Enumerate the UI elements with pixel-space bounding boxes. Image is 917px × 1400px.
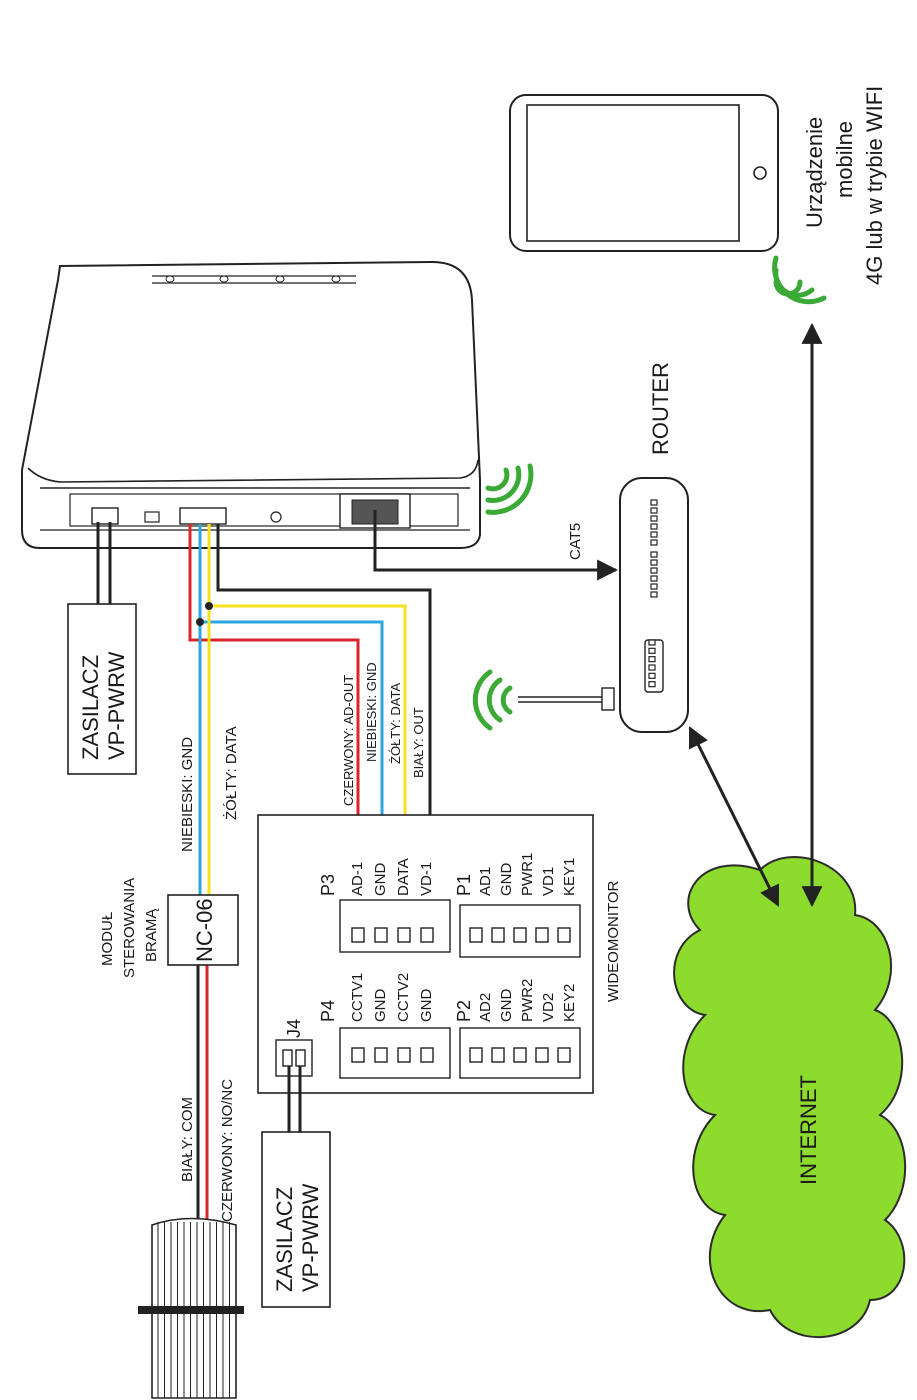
switch-icon (144, 511, 160, 523)
internet-label: INTERNET (796, 1075, 821, 1185)
p2-pin: KEY2 (561, 984, 578, 1022)
mobile-label-2: mobilne (832, 121, 857, 198)
videomonitor (257, 814, 594, 1094)
mon-wire-red-label: CZERWONY: AD-OUT (341, 675, 356, 806)
videomonitor-label: WIDEOMONITOR (605, 880, 622, 1002)
router-led-icon (648, 656, 656, 663)
wifi-module-device (21, 260, 481, 549)
module-title-1: MODUŁ (99, 912, 116, 966)
p4-pin: CCTV2 (395, 973, 412, 1022)
mobile-device (509, 94, 779, 252)
p2-pin: GND (498, 989, 515, 1023)
router-led-icon (650, 531, 658, 538)
router-led-icon (650, 515, 658, 522)
button-icon (270, 511, 282, 523)
router-wifi-icon (472, 669, 513, 731)
module-title-2: STEROWANIA (121, 878, 138, 978)
router-led-icon (650, 507, 658, 514)
power2-label-1: ZASILACZ (272, 1187, 297, 1292)
power2-label-2: VP-PWRW (298, 1183, 323, 1292)
mon-wire-yellow-label: ŻÓŁTY: DATA (388, 683, 403, 764)
mobile-wifi-icon (772, 255, 827, 305)
p1-pin: AD1 (477, 867, 494, 896)
p2-pin: PWR2 (519, 979, 536, 1022)
junction-dot (196, 618, 204, 626)
p3-pin: AD-1 (349, 862, 366, 896)
mobile-label-3: 4G lub w trybie WIFI (862, 86, 887, 285)
device-wifi-icon (485, 463, 534, 515)
nc06-module (167, 894, 239, 966)
router-led-icon (648, 672, 656, 679)
power-supply-1 (67, 522, 137, 775)
router-led-icon (650, 539, 658, 546)
router-led-icon (650, 551, 658, 558)
p4-title: P4 (318, 1000, 338, 1022)
p3-pin: VD-1 (418, 862, 435, 896)
mon-wire-blue-label: NIEBIESKI: GND (364, 662, 379, 762)
router-internet-link (688, 726, 780, 907)
wire-gnd-label: NIEBIESKI: GND (179, 737, 196, 852)
wire-com-label: BIAŁY: COM (179, 1097, 196, 1182)
network-links (373, 322, 823, 908)
module-title-3: BRAMĄ (143, 908, 160, 962)
router-led-icon (648, 647, 656, 654)
router-led-icon (650, 559, 658, 566)
wire-nonc-label: CZERWONY: NO/NC (219, 1079, 236, 1222)
router-led-icon (650, 499, 658, 506)
mon-wire-black-label: BIAŁY: OUT (411, 707, 426, 778)
mobile-label-1: Urządzenie (802, 117, 827, 228)
gate-icon (138, 1217, 244, 1399)
module-name: NC-06 (192, 898, 217, 962)
p1-pin: GND (498, 863, 515, 897)
j4-label: J4 (284, 1019, 304, 1038)
router-led-icon (648, 681, 656, 688)
router-leds (648, 499, 658, 688)
p3-pin: GND (372, 863, 389, 897)
p1-title: P1 (454, 874, 474, 896)
p1-pin: KEY1 (561, 858, 578, 896)
router-led-icon (650, 583, 658, 590)
internet-cloud (673, 856, 906, 1339)
wire-data-label: ŻÓŁTY: DATA (222, 726, 240, 820)
router-led-icon (648, 664, 656, 671)
cat5-cable (373, 510, 619, 581)
signal-wires (188, 524, 432, 1225)
junction-dot (205, 602, 213, 610)
gate-rail (138, 1306, 244, 1314)
p1-pin: PWR1 (519, 853, 536, 896)
data-port-icon (179, 507, 227, 525)
power1-label-2: VP-PWRW (104, 651, 129, 760)
router-led-icon (648, 639, 656, 646)
p2-title: P2 (454, 1000, 474, 1022)
router-led-icon (650, 523, 658, 530)
p3-title: P3 (318, 874, 338, 896)
router-led-icon (650, 575, 658, 582)
p4-pin: GND (372, 989, 389, 1023)
p4-pin: CCTV1 (349, 973, 366, 1022)
p1-pin: VD1 (540, 867, 557, 896)
router-antenna (518, 687, 615, 711)
router-led-icon (650, 591, 658, 598)
power1-label-1: ZASILACZ (78, 655, 103, 760)
cat5-label: CAT5 (567, 523, 584, 560)
p2-pin: VD2 (540, 993, 557, 1022)
router-led-icon (650, 567, 658, 574)
p2-pin: AD2 (477, 993, 494, 1022)
p3-pin: DATA (395, 858, 412, 896)
power-supply-2 (261, 1066, 331, 1308)
router-label: ROUTER (648, 362, 673, 455)
home-button-icon (753, 166, 767, 180)
power-port-icon (91, 507, 119, 525)
p4-pin: GND (418, 989, 435, 1023)
